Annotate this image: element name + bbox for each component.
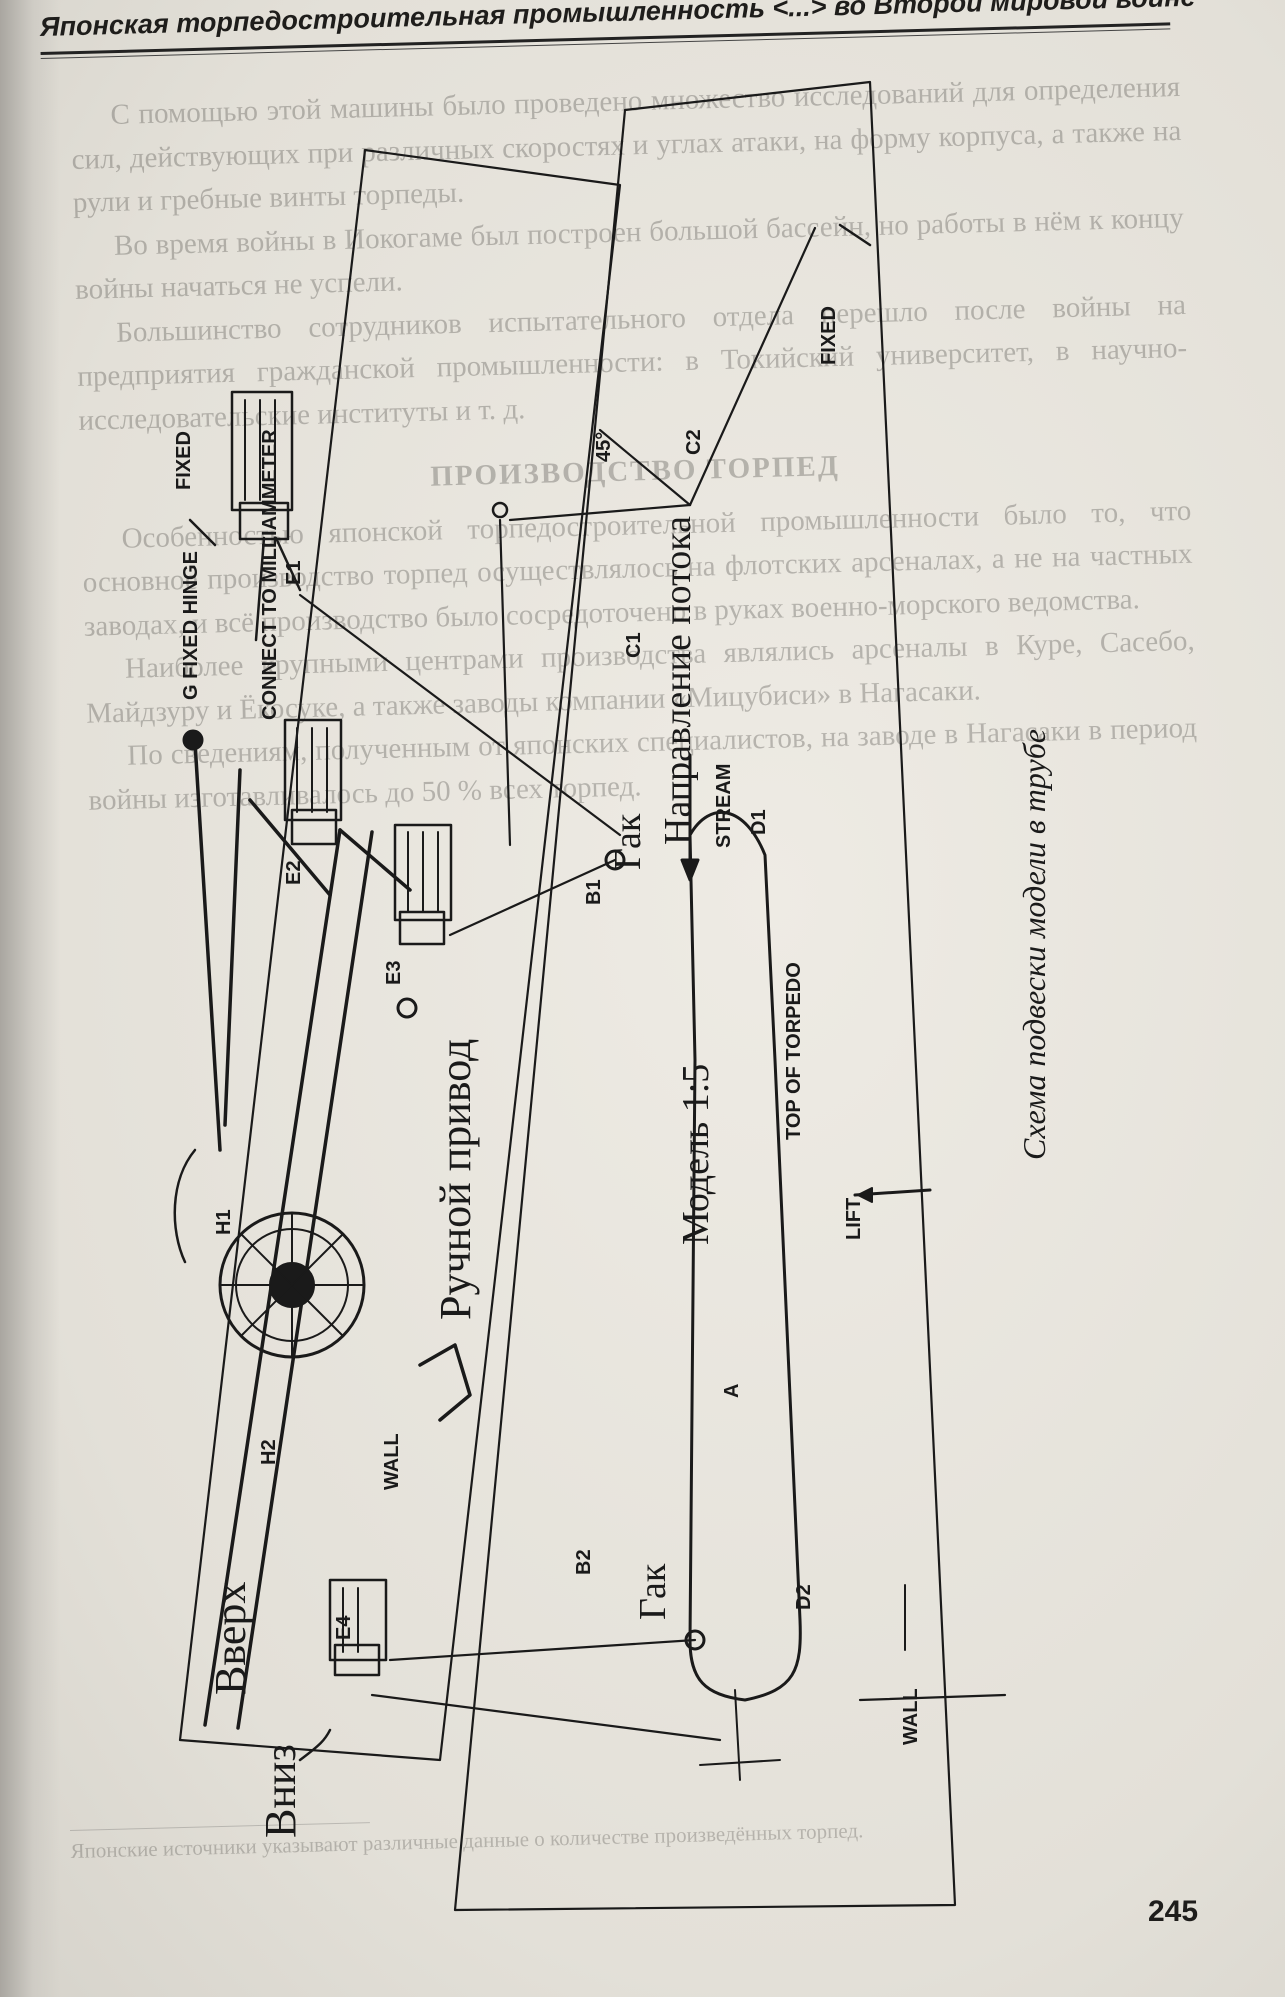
up-down-indicator (298, 1728, 332, 1762)
label-lift: LIFT (843, 1198, 865, 1240)
crank-handle (418, 1343, 472, 1422)
guide-line (508, 503, 692, 522)
label-e2: E2 (283, 861, 305, 885)
label-down: Вниз (256, 1744, 305, 1838)
flow-plane (453, 80, 957, 1912)
page-number: 245 (1148, 1895, 1199, 1928)
label-fixed-top: FIXED (173, 431, 195, 490)
frame-rail (193, 740, 222, 1152)
book-spine-shadow (0, 0, 60, 1997)
crank-arc (173, 1148, 197, 1264)
frame-rail (223, 768, 242, 1127)
label-hook-top: Гак (607, 813, 649, 870)
balance-block-e2 (290, 808, 338, 846)
label-e3: E3 (383, 961, 405, 985)
label-h2: H2 (258, 1439, 280, 1465)
suspension-wire-b1 (448, 858, 617, 937)
suspension-wire (370, 1693, 722, 1742)
guide-line (498, 518, 512, 847)
label-c2: C2 (683, 429, 705, 455)
label-b2: B2 (573, 1549, 595, 1575)
weight-stack-e3 (393, 823, 453, 922)
figure-caption: Схема подвески модели в трубе (1016, 729, 1052, 1160)
label-model-scale: Модель 1:5 (675, 1064, 717, 1245)
label-b1: B1 (583, 879, 605, 905)
label-d2: D2 (793, 1584, 815, 1610)
hook-point-b2 (684, 1629, 706, 1651)
balance-block-e4 (333, 1643, 381, 1677)
label-c1: C1 (623, 632, 645, 658)
label-top-of-torpedo: TOP OF TORPEDO (783, 962, 805, 1140)
suspension-wire (298, 593, 622, 837)
frame-rail (338, 828, 412, 892)
guide-line (688, 226, 817, 507)
frame-rail (248, 798, 332, 897)
label-hook-bottom: Гак (632, 1563, 674, 1620)
wall-plane (178, 148, 622, 1762)
suspension-wire-b2 (388, 1638, 697, 1662)
balance-block-e3 (398, 910, 446, 946)
label-wall-2: WALL (900, 1688, 922, 1745)
fixed-marker (188, 518, 217, 547)
fixed-marker (838, 223, 872, 247)
label-hand-drive: Ручной привод (431, 1039, 480, 1320)
label-stream: STREAM (713, 764, 735, 848)
torpedo-model (688, 810, 802, 1702)
guide-line (598, 428, 692, 507)
label-e4: E4 (333, 1615, 355, 1640)
label-fixed-right: FIXED (818, 306, 840, 365)
weight-stack-e1 (230, 390, 294, 512)
hook-point-b1 (604, 849, 626, 871)
label-d1: D1 (748, 809, 770, 835)
label-up: Вверх (206, 1582, 255, 1695)
label-wall-1: WALL (381, 1433, 403, 1490)
label-angle: 45° (593, 432, 615, 462)
label-flow-direction: Направление потока (657, 516, 699, 845)
label-a: A (721, 1384, 743, 1398)
label-h1: H1 (213, 1209, 235, 1235)
label-e1: E1 (283, 561, 305, 585)
weight-stack-e4 (328, 1578, 388, 1662)
label-fixed-hinge: G FIXED HINGE (180, 551, 202, 700)
fixed-hinge (182, 729, 204, 751)
weight-stack-e2 (283, 718, 343, 822)
label-connect: CONNECT TO MILLIAMMETER (259, 429, 281, 720)
